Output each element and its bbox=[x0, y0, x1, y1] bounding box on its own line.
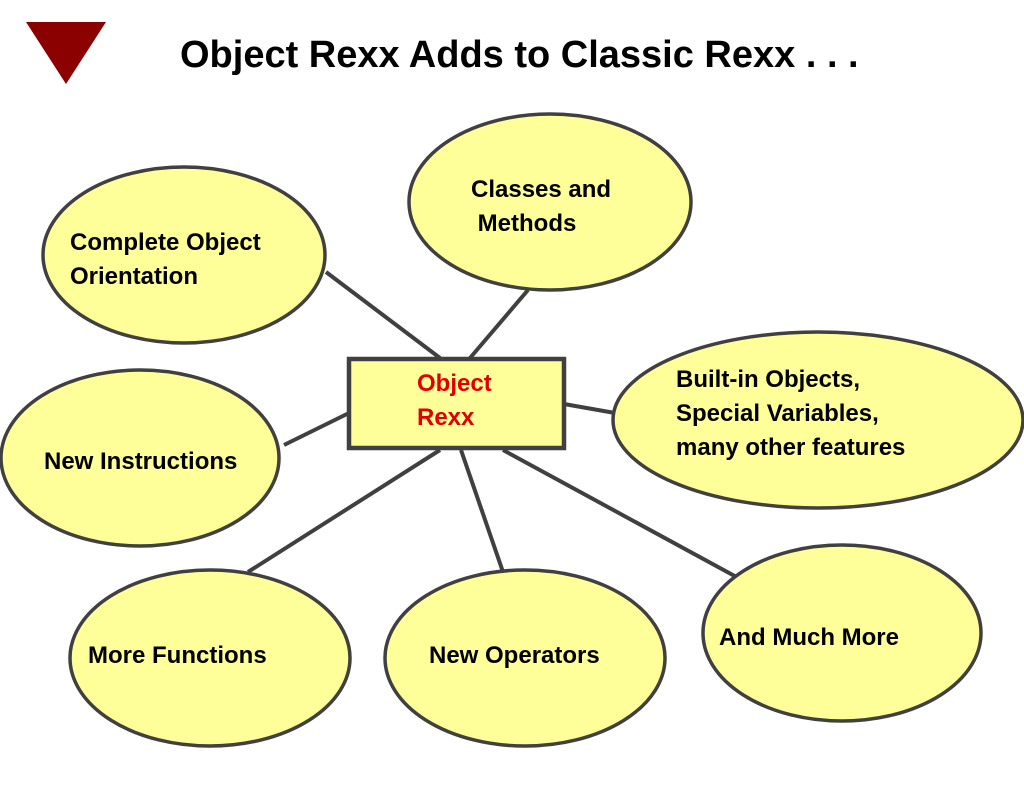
connector-more bbox=[502, 448, 743, 582]
node-and-much-more bbox=[701, 543, 983, 723]
center-label: Object Rexx bbox=[417, 367, 492, 435]
label-complete-line2: Orientation bbox=[70, 263, 199, 290]
label-classes-and-methods: Classes and Methods bbox=[471, 173, 611, 241]
connector-functions bbox=[246, 448, 442, 574]
label-classes-line1: Classes and bbox=[471, 176, 612, 203]
page-title: Object Rexx Adds to Classic Rexx . . . bbox=[180, 34, 859, 76]
connector-operators bbox=[459, 449, 505, 573]
triangle-marker-icon bbox=[26, 22, 106, 84]
label-builtin-line3: many other features bbox=[676, 434, 906, 461]
node-built-in-objects bbox=[611, 330, 1024, 510]
node-complete-object-orientation bbox=[41, 165, 327, 345]
center-box bbox=[346, 356, 567, 451]
label-more-functions: More Functions bbox=[88, 642, 267, 669]
center-label-line2: Rexx bbox=[417, 404, 475, 431]
label-complete-object-orientation: Complete Object Orientation bbox=[70, 226, 261, 294]
label-new-instructions: New Instructions bbox=[44, 448, 238, 475]
label-complete-line1: Complete Object bbox=[70, 229, 261, 256]
label-new-operators: New Operators bbox=[429, 642, 600, 669]
label-builtin-line1: Built-in Objects, bbox=[676, 366, 861, 393]
label-and-much-more: And Much More bbox=[719, 624, 899, 651]
node-classes-and-methods bbox=[407, 112, 693, 292]
connector-instructions bbox=[283, 411, 350, 447]
node-more-functions bbox=[68, 568, 352, 748]
connector-builtin bbox=[563, 402, 616, 415]
connector-complete bbox=[324, 270, 442, 360]
connectors bbox=[246, 270, 743, 582]
node-new-operators bbox=[383, 568, 667, 748]
connector-classes bbox=[468, 288, 530, 360]
center-label-line1: Object bbox=[417, 370, 492, 397]
label-builtin-line2: Special Variables, bbox=[676, 400, 879, 427]
label-built-in-objects: Built-in Objects, Special Variables, man… bbox=[676, 363, 905, 465]
node-new-instructions bbox=[0, 368, 281, 548]
label-classes-line2: Methods bbox=[471, 210, 577, 237]
